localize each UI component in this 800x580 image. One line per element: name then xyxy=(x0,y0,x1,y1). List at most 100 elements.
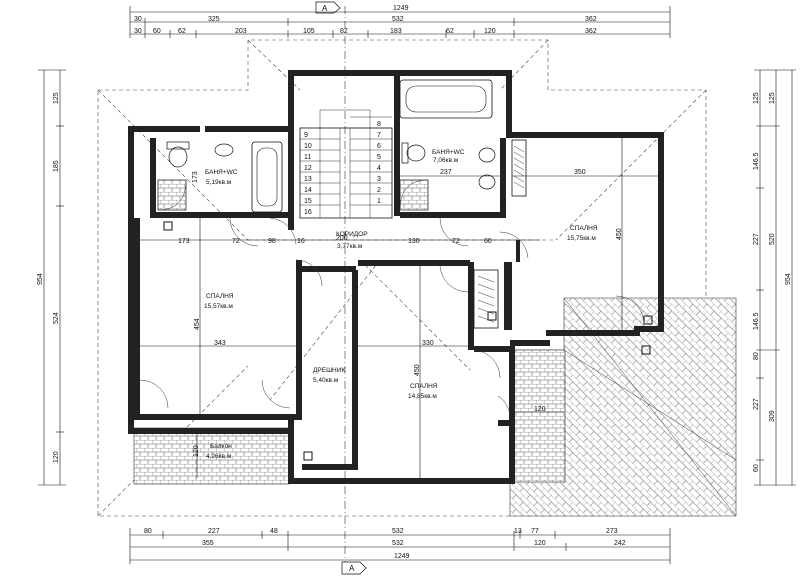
dim-bot-r1-2: 48 xyxy=(270,528,278,535)
dim-int-a2: 98 xyxy=(268,238,276,245)
dim-int-350: 350 xyxy=(574,169,586,176)
stair-step-10: 10 xyxy=(304,143,312,150)
room-corridor-name: КОРИДОР xyxy=(336,231,368,238)
stair-step-9: 9 xyxy=(304,132,308,139)
dim-top-r2-6: 183 xyxy=(390,28,402,35)
wardrobe-top-right xyxy=(511,139,527,197)
stair-step-8: 8 xyxy=(377,121,381,128)
room-bedroom-mid-area: 14,85кв.м xyxy=(408,393,437,400)
room-wardrobe-name: ДРЕШНИК xyxy=(313,367,345,374)
walls xyxy=(128,70,664,484)
toilet-left xyxy=(166,141,190,168)
dim-left-1: 185 xyxy=(53,160,60,172)
toilet-right xyxy=(401,142,426,164)
stair-step-11: 11 xyxy=(304,154,311,161)
room-bedroom-left-name: СПАЛНЯ xyxy=(206,293,234,300)
dim-left-outer: 954 xyxy=(37,273,44,285)
dim-left-0: 125 xyxy=(53,92,60,104)
wardrobe-mid xyxy=(473,269,499,329)
staircase: 9 10 11 12 13 14 15 16 8 7 6 5 4 3 2 1 xyxy=(299,109,393,219)
dim-bot-r1-0: 80 xyxy=(144,528,152,535)
dim-bot-r2-2: 120 xyxy=(534,540,546,547)
dim-int-200: 200 xyxy=(336,235,348,242)
dim-bot-r1-3: 532 xyxy=(392,528,404,535)
dim-bot-total: 1249 xyxy=(394,553,410,560)
dim-int-120b: 120 xyxy=(193,445,200,457)
dim-right2-2: 309 xyxy=(769,410,776,422)
dim-top-r2-1: 60 xyxy=(153,28,161,35)
stair-step-15: 15 xyxy=(304,198,312,205)
dim-int-a0: 173 xyxy=(178,238,190,245)
bathtub-left xyxy=(251,141,283,213)
dim-bot-r1-1: 227 xyxy=(208,528,220,535)
room-bath1-name: БАНЯ+WC xyxy=(205,169,238,176)
shower-left xyxy=(157,179,187,211)
bathtub-right xyxy=(399,79,493,119)
stair-step-12: 12 xyxy=(304,165,312,172)
dim-int-343: 343 xyxy=(214,340,226,347)
dim-int-450a: 450 xyxy=(616,228,623,240)
room-bedroom-left-area: 15,57кв.м xyxy=(204,303,233,310)
room-bath2-name: БАНЯ+WC xyxy=(432,149,465,156)
dim-int-237: 237 xyxy=(440,169,452,176)
dim-top-r2-3: 203 xyxy=(235,28,247,35)
balcony-tiles xyxy=(133,427,290,485)
dim-bot-r1-6: 273 xyxy=(606,528,618,535)
dim-right-4: 80 xyxy=(753,352,760,360)
room-bedroom-mid-name: СПАЛНЯ xyxy=(410,383,438,390)
room-bedroom-right-area: 15,75кв.м xyxy=(567,235,596,242)
dim-int-a3: 16 xyxy=(297,238,305,245)
room-labels: БАНЯ+WC 5,19кв.м БАНЯ+WC 7,06кв.м КОРИДО… xyxy=(204,149,598,460)
room-balcony-name: Балкон xyxy=(210,443,232,450)
dim-bot-r2-0: 355 xyxy=(202,540,214,547)
dim-right-5: 227 xyxy=(753,398,760,410)
left-dimensions: 954 125 185 524 120 173 xyxy=(37,69,199,486)
dim-left-2: 524 xyxy=(53,312,60,324)
room-corridor-area: 3,77кв.м xyxy=(337,243,363,250)
section-marker-bottom: A xyxy=(349,564,355,573)
interior-dimensions: 173 72 98 16 130 72 60 200 454 343 330 4… xyxy=(140,138,658,478)
dim-right-0: 125 xyxy=(753,92,760,104)
top-dimensions: 1249 30 325 532 362 30 60 62 203 105 82 … xyxy=(129,5,671,38)
dim-int-454: 454 xyxy=(194,318,201,330)
dim-int-120: 120 xyxy=(534,406,546,413)
stair-step-1: 1 xyxy=(377,198,381,205)
dim-top-total: 1249 xyxy=(393,5,409,12)
room-wardrobe-area: 5,40кв.м xyxy=(313,377,339,384)
dim-top-r2-9: 362 xyxy=(585,28,597,35)
dim-bot-r2-1: 532 xyxy=(392,540,404,547)
dim-top-r2-0: 30 xyxy=(134,28,142,35)
sink-left xyxy=(214,143,234,157)
dim-int-a5: 72 xyxy=(452,238,460,245)
room-bath2-area: 7,06кв.м xyxy=(433,157,459,164)
stair-step-3: 3 xyxy=(377,176,381,183)
dim-int-a1: 72 xyxy=(232,238,240,245)
stair-step-2: 2 xyxy=(377,187,381,194)
stair-step-7: 7 xyxy=(377,132,381,139)
bottom-dimensions: 80 227 48 532 13 77 273 355 532 120 242 … xyxy=(129,528,671,564)
dim-right2-1: 520 xyxy=(769,233,776,245)
dim-right-6: 60 xyxy=(753,464,760,472)
terrace-tiles xyxy=(512,349,566,483)
stair-step-4: 4 xyxy=(377,165,381,172)
dim-int-330: 330 xyxy=(422,340,434,347)
dim-right-3: 146.5 xyxy=(753,312,760,330)
stair-step-13: 13 xyxy=(304,176,312,183)
dim-top-r2-4: 105 xyxy=(303,28,315,35)
dim-int-a4: 130 xyxy=(408,238,420,245)
shower-right xyxy=(399,179,429,211)
dim-bot-r2-3: 242 xyxy=(614,540,626,547)
dim-top-r2-5: 82 xyxy=(340,28,348,35)
stair-step-16: 16 xyxy=(304,209,312,216)
dim-right2-0: 125 xyxy=(769,92,776,104)
dim-left-extra: 173 xyxy=(192,171,199,183)
dim-bot-r1-5: 77 xyxy=(531,528,539,535)
dim-right-1: 146.5 xyxy=(753,152,760,170)
room-bath1-area: 5,19кв.м xyxy=(206,179,232,186)
section-line-a: A A xyxy=(315,1,367,575)
sinks-right xyxy=(478,147,496,190)
dim-top-r2-8: 120 xyxy=(484,28,496,35)
dim-int-a6: 60 xyxy=(484,238,492,245)
dim-top-r1-1: 325 xyxy=(208,16,220,23)
dim-top-r2-7: 62 xyxy=(446,28,454,35)
